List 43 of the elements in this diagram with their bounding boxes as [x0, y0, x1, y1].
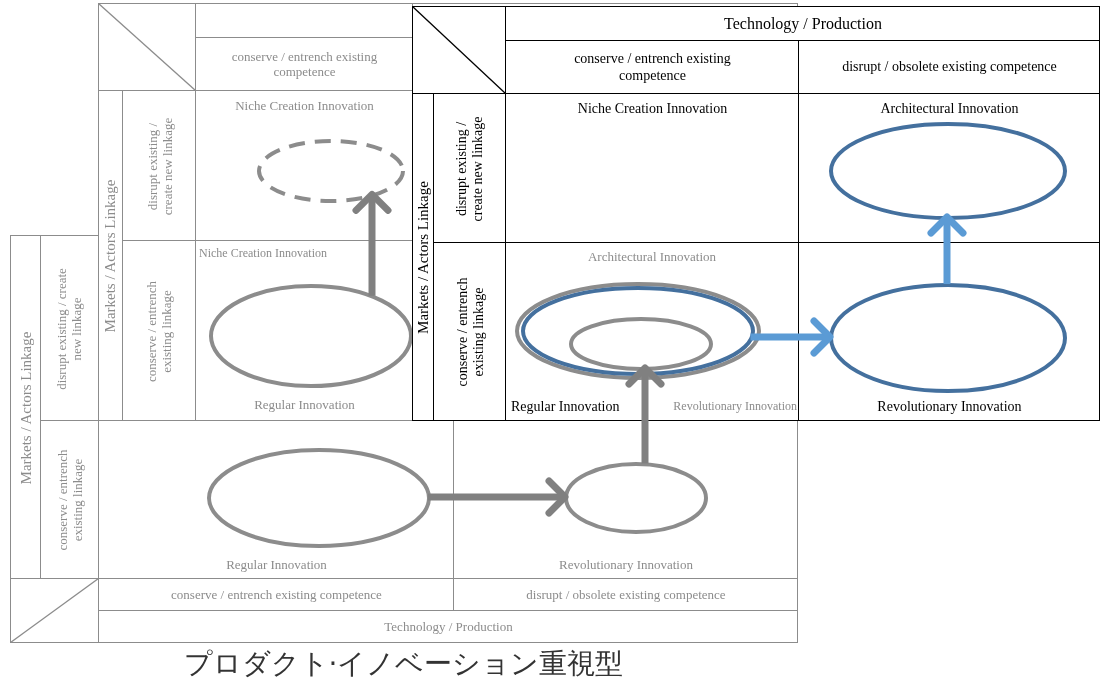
table-cell [798, 242, 1100, 421]
header-cell [505, 6, 1100, 41]
header-text: conserve / entrench existing linkage [55, 448, 85, 553]
header-text: Technology / Production [724, 14, 882, 34]
title: プロダクト·イノベーション重視型 [182, 650, 625, 678]
cell-label: Revolutionary Innovation [877, 398, 1022, 416]
cell-label: Regular Innovation [226, 557, 327, 573]
header-text: disrupt existing / create new linkage [453, 115, 486, 223]
dashed-ellipse [257, 139, 405, 203]
cell-label: Revolutionary Innovation [559, 557, 693, 573]
ellipse [829, 283, 1067, 393]
header-text: conserve / entrench existing competence [573, 51, 732, 84]
header-text: disrupt / obsolete existing competence [526, 587, 726, 603]
cell-label: Regular Innovation [254, 397, 355, 413]
cell-label: Architectural Innovation [880, 100, 1019, 118]
cell-label: Niche Creation Innovation [235, 98, 374, 114]
ellipse [209, 284, 413, 388]
ellipse [569, 317, 713, 371]
header-text: conserve / entrench existing linkage [453, 276, 487, 389]
header-text: disrupt existing / create new linkage [55, 266, 85, 392]
arrow [625, 364, 665, 464]
header-text: conserve / entrench existing competence [230, 49, 379, 80]
header-cell [412, 93, 434, 421]
header-text: Markets / Actors Linkage [102, 179, 120, 333]
cell-label: Niche Creation Innovation [577, 100, 728, 118]
cell-label: Revolutionary Innovation [673, 400, 797, 414]
header-cell [10, 235, 41, 579]
arrow [428, 477, 569, 517]
cell-label: Architectural Innovation [587, 249, 717, 265]
header-cell [98, 610, 798, 643]
header-text: conserve / entrench existing competence [171, 587, 382, 603]
header-text: Technology / Production [384, 619, 513, 635]
header-text: Markets / Actors Linkage [17, 331, 35, 484]
arrow [352, 190, 392, 296]
header-text: disrupt existing / create new linkage [144, 116, 175, 217]
arrow [927, 213, 967, 284]
ellipse [207, 448, 431, 548]
header-text: disrupt / obsolete existing competence [842, 59, 1057, 76]
ellipse [564, 462, 708, 534]
header-text: Markets / Actors Linkage [414, 181, 432, 334]
cell-label: Regular Innovation [511, 398, 620, 416]
cell-label: Niche Creation Innovation [199, 247, 327, 261]
ellipse [829, 122, 1067, 220]
